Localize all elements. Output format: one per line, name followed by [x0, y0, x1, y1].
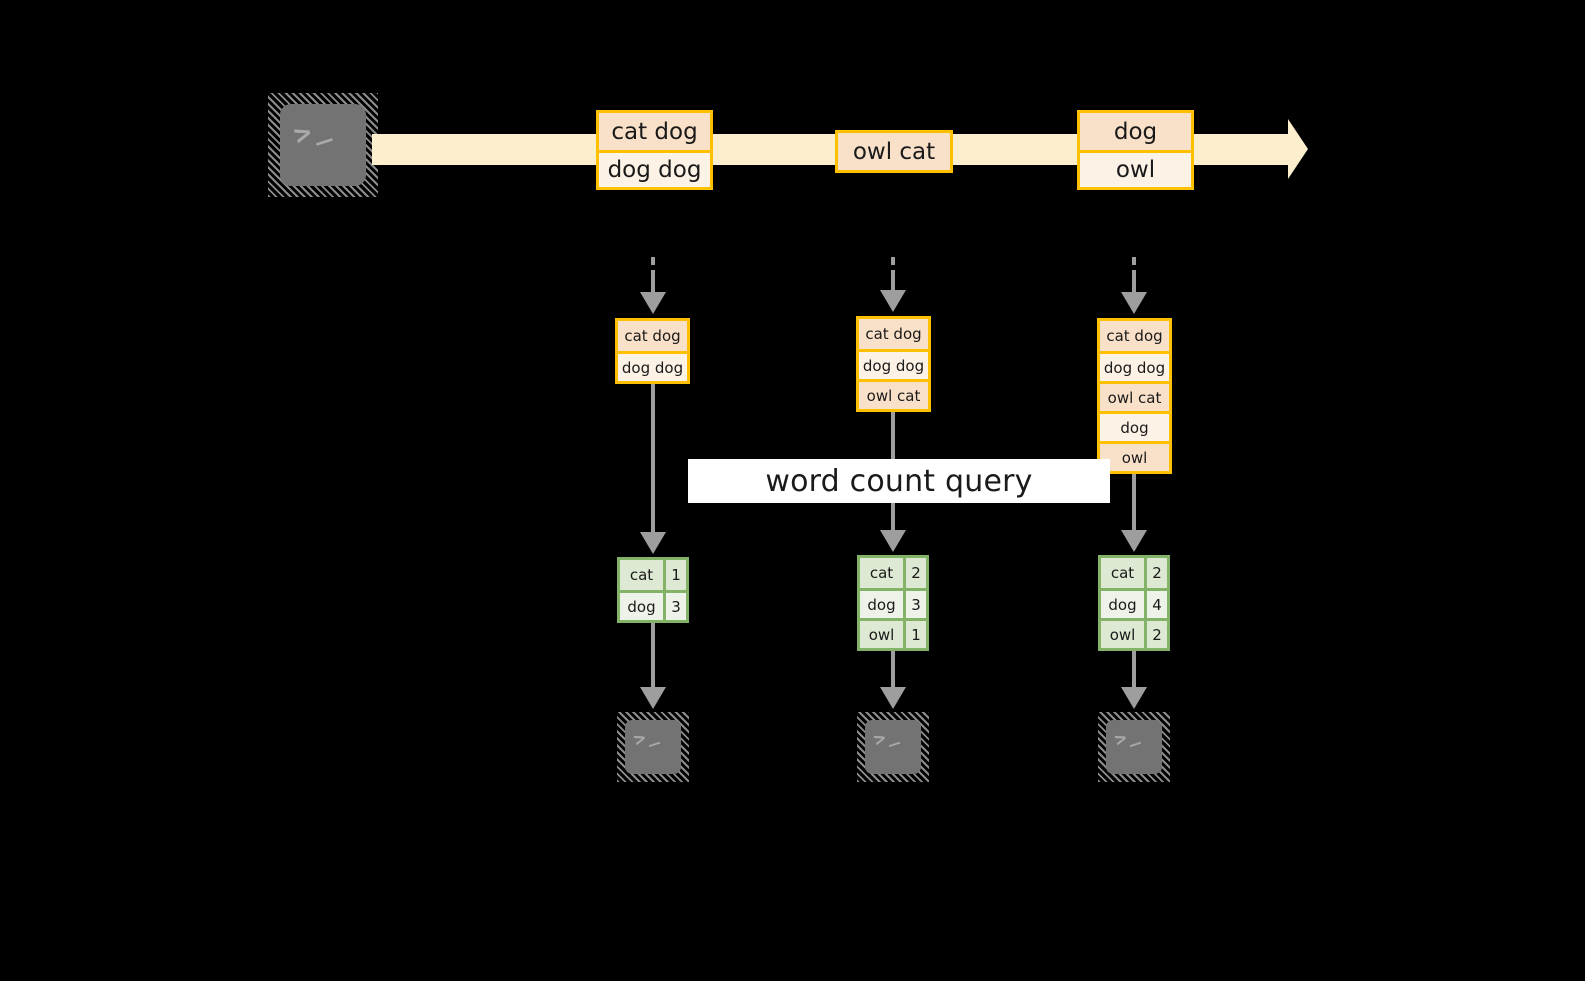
result-word: dog: [1108, 595, 1137, 614]
trigger-3-sink-terminal-icon: >_: [1098, 712, 1170, 782]
result-row: dog 4: [1101, 588, 1167, 618]
stream-batch-1[interactable]: cat dog dog dog: [596, 110, 713, 190]
result-row: cat 2: [1101, 558, 1167, 588]
result-row: cat 1: [620, 560, 686, 590]
trigger-3-input-table[interactable]: cat dog dog dog owl cat dog owl: [1097, 318, 1172, 474]
result-row: dog 3: [620, 590, 686, 620]
result-count: 2: [1144, 558, 1167, 588]
stream-record: owl: [1080, 150, 1191, 187]
input-row: dog: [1100, 411, 1169, 441]
terminal-body: [865, 720, 921, 774]
result-row: cat 2: [860, 558, 926, 588]
result-count: 1: [903, 621, 926, 648]
trigger-1-sink-terminal-icon: >_: [617, 712, 689, 782]
query-label-band: word count query: [688, 459, 1110, 503]
trigger-2-input-table[interactable]: cat dog dog dog owl cat: [856, 316, 931, 412]
trigger-2-sink-arrow-head: [880, 687, 906, 709]
input-row: cat dog: [618, 321, 687, 351]
result-row: dog 3: [860, 588, 926, 618]
trigger-3-sink-arrow-head: [1121, 687, 1147, 709]
result-row: owl 1: [860, 618, 926, 648]
trigger-1-dashed-arrow-head: [640, 292, 666, 314]
trigger-2-dashed-arrow-icon: [891, 257, 895, 265]
result-count: 3: [663, 593, 686, 620]
input-row: cat dog: [1100, 321, 1169, 351]
trigger-3-query-arrow: [1132, 474, 1136, 532]
terminal-body: [625, 720, 681, 774]
trigger-2-dashed-arrow-head: [880, 290, 906, 312]
trigger-1-sink-arrow-head: [640, 687, 666, 709]
stream-batch-3[interactable]: dog owl: [1077, 110, 1194, 190]
input-row: dog dog: [618, 351, 687, 381]
terminal-body: [1106, 720, 1162, 774]
stream-arrow-head: [1288, 119, 1308, 179]
terminal-body: [280, 104, 366, 186]
input-row: owl cat: [1100, 381, 1169, 411]
trigger-3-dashed-arrow-head: [1121, 292, 1147, 314]
input-row: owl: [1100, 441, 1169, 471]
stream-record: cat dog: [599, 113, 710, 150]
input-row: dog dog: [1100, 351, 1169, 381]
trigger-1-query-arrow: [651, 384, 655, 534]
trigger-3-result-table[interactable]: cat 2 dog 4 owl 2: [1098, 555, 1170, 651]
trigger-2-sink-arrow: [891, 651, 895, 689]
result-count: 2: [1144, 621, 1167, 648]
stream-record: dog: [1080, 113, 1191, 150]
source-terminal-icon: >_: [268, 93, 378, 197]
result-count: 1: [663, 560, 686, 590]
result-count: 3: [903, 591, 926, 618]
result-word: cat: [629, 566, 654, 584]
stream-record: owl cat: [838, 133, 950, 170]
input-row: cat dog: [859, 319, 928, 349]
stream-record: dog dog: [599, 150, 710, 187]
trigger-3-dashed-arrow-icon: [1132, 257, 1136, 265]
result-count: 2: [903, 558, 926, 588]
trigger-1-dashed-arrow-icon: [651, 270, 655, 294]
result-word: dog: [867, 595, 896, 614]
result-word: owl: [868, 625, 895, 644]
trigger-3-query-arrow-head: [1121, 530, 1147, 552]
result-word: owl: [1109, 625, 1136, 644]
result-row: owl 2: [1101, 618, 1167, 648]
trigger-3-sink-arrow: [1132, 651, 1136, 689]
trigger-1-dashed-arrow-icon: [651, 257, 655, 265]
trigger-1-sink-arrow: [651, 623, 655, 689]
trigger-2-result-table[interactable]: cat 2 dog 3 owl 1: [857, 555, 929, 651]
result-count: 4: [1144, 591, 1167, 618]
input-row: dog dog: [859, 349, 928, 379]
trigger-3-dashed-arrow-icon: [1132, 270, 1136, 294]
trigger-1-input-table[interactable]: cat dog dog dog: [615, 318, 690, 384]
query-label: word count query: [765, 463, 1033, 499]
stream-batch-2[interactable]: owl cat: [835, 130, 953, 173]
result-word: dog: [627, 597, 656, 616]
trigger-1-query-arrow-head: [640, 532, 666, 554]
input-row: owl cat: [859, 379, 928, 409]
trigger-2-sink-terminal-icon: >_: [857, 712, 929, 782]
trigger-2-query-arrow-head: [880, 530, 906, 552]
result-word: cat: [1110, 564, 1135, 582]
result-word: cat: [869, 564, 894, 582]
trigger-1-result-table[interactable]: cat 1 dog 3: [617, 557, 689, 623]
trigger-2-dashed-arrow-icon: [891, 270, 895, 292]
